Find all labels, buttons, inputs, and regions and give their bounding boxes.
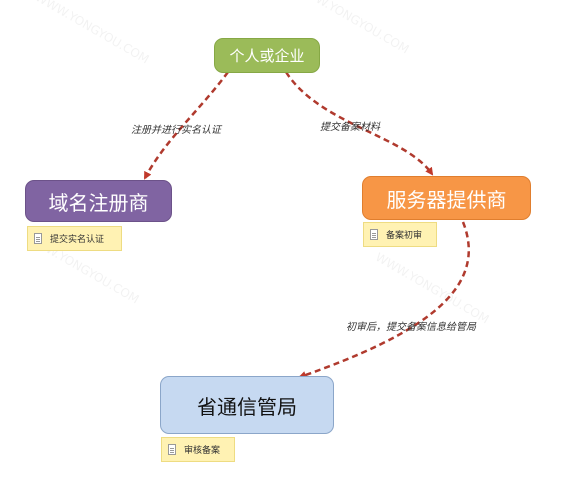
edge-label-register: 注册并进行实名认证 — [131, 125, 221, 136]
node-label: 省通信管局 — [197, 394, 297, 419]
connector-top-to-right — [284, 71, 434, 176]
document-icon — [168, 444, 176, 455]
node-individual-or-company[interactable]: 个人或企业 — [214, 38, 320, 73]
node-label: 个人或企业 — [229, 47, 305, 65]
node-label: 域名注册商 — [48, 190, 149, 215]
note-text: 备案初审 — [386, 231, 423, 241]
node-label: 服务器提供商 — [386, 187, 507, 212]
note-text: 审核备案 — [184, 446, 221, 456]
node-server-provider[interactable]: 服务器提供商 — [362, 176, 531, 220]
note-text: 提交实名认证 — [50, 235, 105, 245]
node-domain-registrar[interactable]: 域名注册商 — [25, 180, 172, 222]
document-icon — [370, 229, 378, 240]
note-preliminary-review[interactable]: 备案初审 — [363, 222, 437, 247]
node-provincial-communications-bureau[interactable]: 省通信管局 — [160, 376, 334, 434]
note-review-filing[interactable]: 审核备案 — [161, 437, 235, 462]
note-real-name-auth[interactable]: 提交实名认证 — [27, 226, 122, 251]
connector-right-to-bottom — [298, 221, 470, 379]
edge-label-submit-materials: 提交备案材料 — [320, 122, 380, 133]
edge-label-submit-to-bureau: 初审后，提交备案信息给管局 — [346, 322, 476, 333]
document-icon — [34, 233, 42, 244]
connector-top-to-left — [143, 71, 230, 180]
